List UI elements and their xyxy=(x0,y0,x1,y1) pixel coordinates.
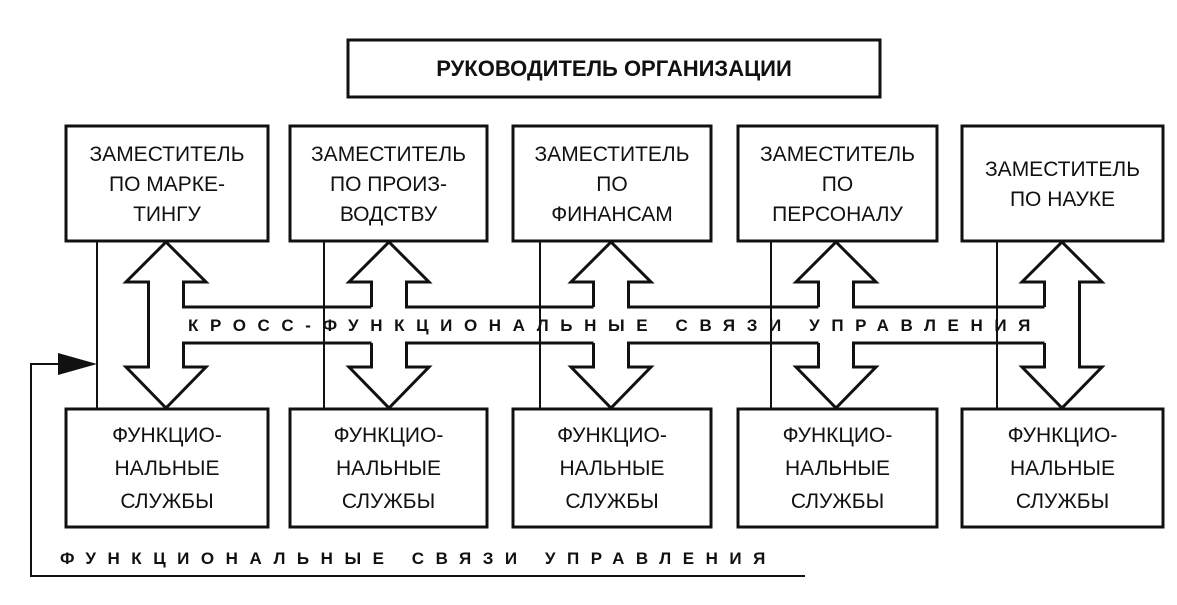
deputy-box-text-line: ЗАМЕСТИТЕЛЬ xyxy=(90,143,245,166)
deputy-box: ЗАМЕСТИТЕЛЬ ПО ПЕРСОНАЛУ xyxy=(736,124,939,243)
functional-services-box-text-line: СЛУЖБЫ xyxy=(565,490,658,513)
deputy-box-frame xyxy=(511,124,713,243)
deputy-box: ЗАМЕСТИТЕЛЬ ПО ФИНАНСАМ xyxy=(511,124,713,243)
deputy-box-frame xyxy=(288,124,489,243)
double-arrow-fill xyxy=(1022,242,1102,408)
deputy-box: ЗАМЕСТИТЕЛЬ ПО НАУКЕ xyxy=(960,124,1165,243)
functional-services-box-text-line: СЛУЖБЫ xyxy=(120,490,213,513)
deputy-box-text-line: ЗАМЕСТИТЕЛЬ xyxy=(535,143,690,166)
down-arrow-icon xyxy=(792,343,880,411)
functional-services-box: ФУНКЦИО- НАЛЬНЫЕ СЛУЖБЫ xyxy=(736,407,939,529)
up-arrow-icon xyxy=(1018,239,1106,307)
functional-services-box-text-line: НАЛЬНЫЕ xyxy=(560,457,665,480)
up-arrow-icon xyxy=(567,239,655,307)
functional-services-box-text-line: СЛУЖБЫ xyxy=(1016,490,1109,513)
deputy-box-text-line: ПО ПРОИЗ- xyxy=(330,173,447,196)
deputy-box-frame xyxy=(64,124,270,243)
deputy-box-text-line: ПО МАРКЕ- xyxy=(109,173,225,196)
double-arrow-fill xyxy=(796,242,876,408)
functional-services-box: ФУНКЦИО- НАЛЬНЫЕ СЛУЖБЫ xyxy=(288,407,489,529)
deputy-box: ЗАМЕСТИТЕЛЬ ПО ПРОИЗ- ВОДСТВУ xyxy=(288,124,489,243)
functional-services-box-text-line: НАЛЬНЫЕ xyxy=(785,457,890,480)
down-arrow-icon xyxy=(567,343,655,411)
deputy-box-text-line: ПО xyxy=(822,173,853,196)
down-arrow-icon xyxy=(1018,343,1106,411)
functional-services-box-text-line: ФУНКЦИО- xyxy=(112,424,222,447)
functional-services-box-frame xyxy=(288,407,489,529)
boxes: РУКОВОДИТЕЛЬ ОРГАНИЗАЦИИ ЗАМЕСТИТЕЛЬ ПО МА… xyxy=(64,38,1165,529)
up-arrow-icon xyxy=(345,239,433,307)
functional-services-box-text-line: ФУНКЦИО- xyxy=(1008,424,1118,447)
deputy-box-text-line: ПО xyxy=(596,173,627,196)
deputy-box-text-line: ФИНАНСАМ xyxy=(551,203,673,226)
functional-services-box-text-line: ФУНКЦИО- xyxy=(334,424,444,447)
down-arrow-icon xyxy=(345,343,433,411)
double-arrow-fill xyxy=(349,242,429,408)
deputy-box: ЗАМЕСТИТЕЛЬ ПО МАРКЕ- ТИНГУ xyxy=(64,124,270,243)
feedback-arrowhead-icon xyxy=(58,353,97,375)
functional-links-label: ФУНКЦИОНАЛЬНЫЕ СВЯЗИ УПРАВЛЕНИЯ xyxy=(60,549,775,568)
cross-functional-links-label: КРОСС-ФУНКЦИОНАЛЬНЫЕ СВЯЗИ УПРАВЛЕНИЯ xyxy=(188,316,1040,335)
functional-services-box-frame xyxy=(511,407,713,529)
double-arrow-fill xyxy=(571,242,651,408)
head-box-label: РУКОВОДИТЕЛЬ ОРГАНИЗАЦИИ xyxy=(436,56,792,81)
functional-services-box-text-line: ФУНКЦИО- xyxy=(783,424,893,447)
functional-services-box-text-line: НАЛЬНЫЕ xyxy=(115,457,220,480)
functional-services-box: ФУНКЦИО- НАЛЬНЫЕ СЛУЖБЫ xyxy=(960,407,1165,529)
deputy-box-text-line: ПО НАУКЕ xyxy=(1010,188,1115,211)
functional-services-box-text-line: СЛУЖБЫ xyxy=(791,490,884,513)
up-arrow-icon xyxy=(122,239,210,307)
functional-services-box: ФУНКЦИО- НАЛЬНЫЕ СЛУЖБЫ xyxy=(64,407,270,529)
deputy-box-text-line: ЗАМЕСТИТЕЛЬ xyxy=(760,143,915,166)
down-arrow-icon xyxy=(122,343,210,411)
head-box: РУКОВОДИТЕЛЬ ОРГАНИЗАЦИИ xyxy=(346,38,882,99)
functional-services-box: ФУНКЦИО- НАЛЬНЫЕ СЛУЖБЫ xyxy=(511,407,713,529)
deputy-box-frame xyxy=(960,124,1165,243)
functional-services-box-frame xyxy=(736,407,939,529)
functional-services-box-text-line: СЛУЖБЫ xyxy=(342,490,435,513)
functional-services-box-text-line: НАЛЬНЫЕ xyxy=(1010,457,1115,480)
deputy-box-text-line: ЗАМЕСТИТЕЛЬ xyxy=(985,158,1140,181)
deputy-box-text-line: ТИНГУ xyxy=(133,203,201,226)
deputy-box-text-line: ВОДСТВУ xyxy=(340,203,438,226)
functional-feedback-line xyxy=(30,363,805,577)
functional-services-box-text-line: НАЛЬНЫЕ xyxy=(336,457,441,480)
functional-services-box-frame xyxy=(960,407,1165,529)
head-box-frame xyxy=(346,38,882,99)
double-arrow-fill xyxy=(126,242,206,408)
functional-services-box-frame xyxy=(64,407,270,529)
deputy-box-frame xyxy=(736,124,939,243)
deputy-box-text-line: ПЕРСОНАЛУ xyxy=(772,203,903,226)
up-arrow-icon xyxy=(792,239,880,307)
functional-services-box-text-line: ФУНКЦИО- xyxy=(557,424,667,447)
deputy-box-text-line: ЗАМЕСТИТЕЛЬ xyxy=(311,143,466,166)
